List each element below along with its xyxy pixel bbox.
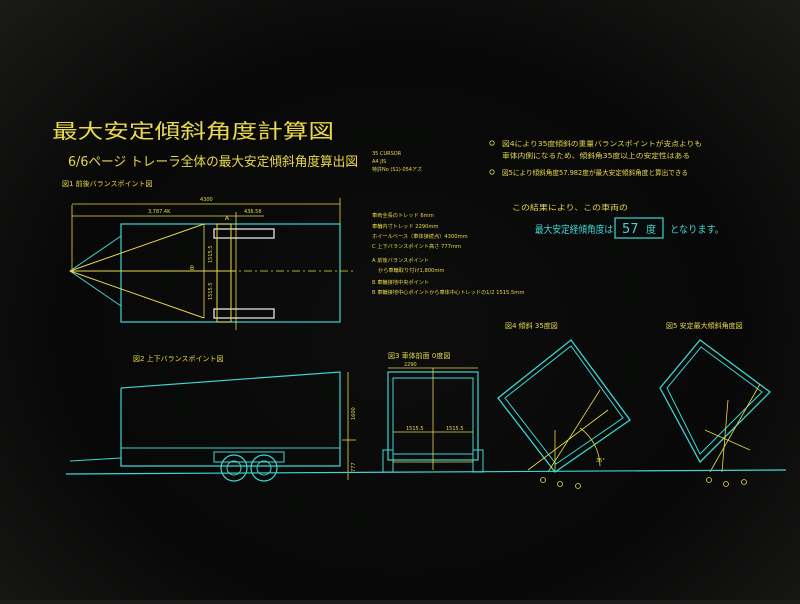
tilt35-view-label: 図4 傾斜 35度図 [505,321,558,330]
side-view: 1600 777 [69,371,357,482]
spec-8: B 車輪接地中心ポイントから車体中心トレッドの1/2 1515.5mm [372,288,524,296]
dim-front-top: 2290 [404,362,417,368]
note1-line1: 図4により35度傾斜の重量バランスポイントが支点よりも [502,139,702,148]
drawing-subtitle: 6/6ページ トレーラ全体の最大安定傾斜角度算出図 [68,154,358,170]
tiltmax-view [659,339,771,487]
ground-line [65,469,787,475]
result-unit: 度 [646,223,656,236]
svg-text:35°: 35° [596,458,605,464]
dim-front-l: 1515.5 [406,426,424,432]
plan-view-label: 図1 前後バランスポイント図 [62,179,153,188]
svg-text:B: B [190,265,194,272]
result-suffix: となります。 [670,224,724,236]
conclusion-prefix: この結果により、この車両の [512,202,628,212]
note1-line2: 車体内側になるため、傾斜角35度以上の安定性はある [502,151,690,160]
note2: 図5により傾斜角度57.982度が最大安定傾斜角度と算出できる [502,168,688,177]
front-view-label: 図3 車体前面 0度図 [388,351,450,360]
plan-view: 4300 3,787.4K 436.56 1515.5 1515.5 A B [69,197,356,330]
spec-7: B 車輪接地中央ポイント [372,278,429,286]
spec-4: C 上下バランスポイント高さ 777mm [372,242,461,250]
spec-1: 車両全長のトレッド 6mm [372,211,434,219]
note-bullet-1 [489,140,495,146]
tilt35-view: 35° [497,339,631,489]
tiltmax-view-label: 図5 安定最大傾斜角度図 [666,321,743,330]
dim-side-v2: 777 [351,462,357,472]
note-bullet-2 [489,169,495,175]
dim-plan-total: 4300 [200,197,213,203]
side-view-label: 図2 上下バランスポイント図 [133,354,224,363]
dim-side-v1: 1600 [351,407,357,420]
dim-front-r: 1515.5 [446,426,464,432]
result-value: 57 [622,222,639,237]
spec-3: ホイールベース（車体接続点）4300mm [372,232,468,240]
header-info-3: 特許No (S1)-054アズ [372,166,422,173]
front-view: 2290 1515.5 1515.5 [382,362,484,473]
svg-text:A: A [225,215,230,222]
header-info-1: 35 CURSOR [372,151,402,157]
result-label: 最大安定経傾角度は [535,223,613,236]
drawing-title: 最大安定傾斜角度計算図 [52,119,334,143]
result-box [614,217,664,239]
dim-plan-b: 436.56 [244,209,262,215]
dim-plan-a: 3,787.4K [148,209,171,215]
spec-5: A 前後バランスポイント [372,256,429,264]
dim-plan-v1: 1515.5 [208,246,214,264]
dim-plan-v2: 1515.5 [208,283,214,301]
spec-6: から車輪取り付け1,800mm [378,266,444,274]
spec-2: 車輪内寸トレッド 2290mm [372,222,438,230]
header-info-2: A4 JIS [372,159,386,165]
